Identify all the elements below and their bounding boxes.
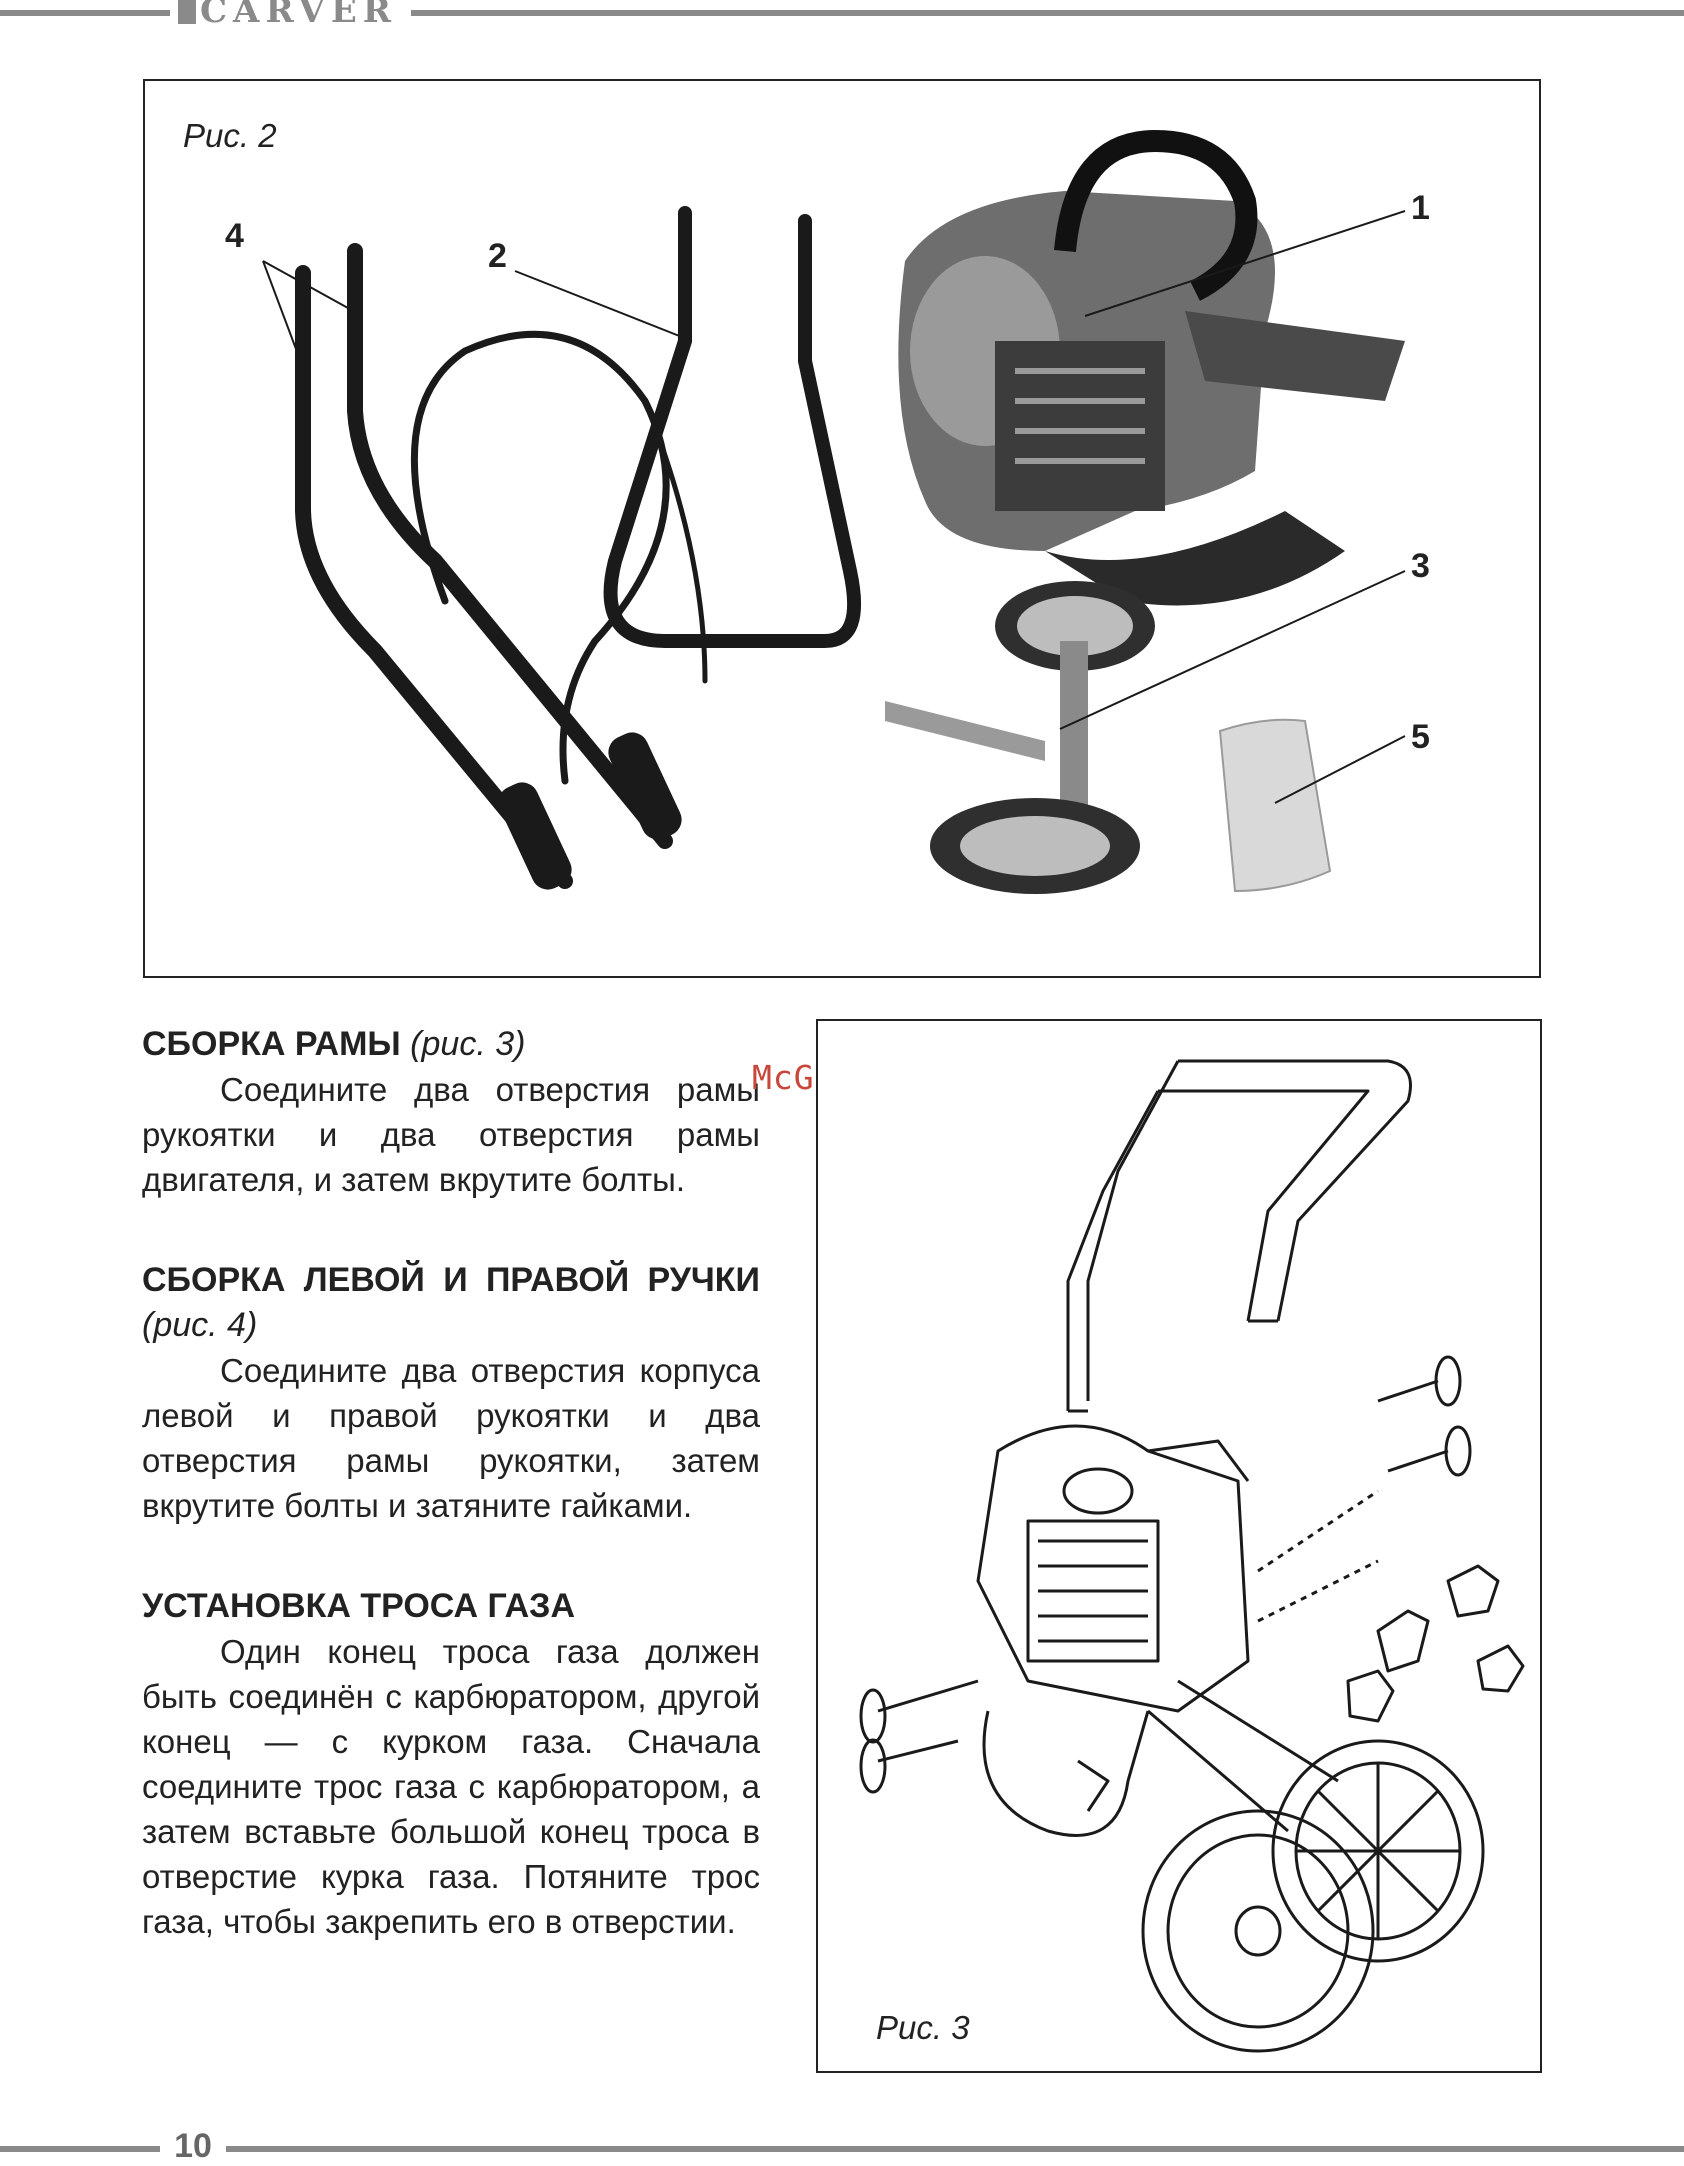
wheels-illustration (885, 581, 1155, 894)
brand-logo: CARVER (170, 0, 412, 31)
figure-3-caption: Рис. 3 (876, 2009, 970, 2046)
figure-2-caption: Рис. 2 (183, 117, 277, 154)
page-number: 10 (160, 2127, 226, 2166)
callout-5: 5 (1411, 718, 1430, 756)
parts-bag-illustration (1218, 718, 1332, 893)
brand-name: CARVER (200, 0, 398, 31)
callout-1: 1 (1411, 189, 1430, 227)
section-heading-throttle-cable: УСТАНОВКА ТРОСА ГАЗА (142, 1587, 576, 1625)
callout-2: 2 (488, 237, 507, 275)
section-text-handles: Соедините два отверстия корпуса левой и … (142, 1352, 760, 1524)
section-heading-frame: СБОРКА РАМЫ (рис. 3) (142, 1025, 526, 1063)
section-text-throttle-cable: Один конец троса газа должен быть соедин… (142, 1633, 760, 1940)
header-rule (0, 10, 1684, 16)
footer-rule (0, 2146, 1684, 2152)
callout-3: 3 (1411, 547, 1430, 585)
figure-3-illustration (859, 1059, 1525, 2053)
section-heading-handles: СБОРКА ЛЕВОЙ И ПРАВОЙ РУЧКИ (рис. 4) (142, 1261, 760, 1344)
section-text-frame: Соедините два отверстия рамы рукоятки и … (142, 1071, 760, 1198)
brand-mark-icon (178, 0, 196, 24)
frame-illustration (603, 206, 862, 648)
callout-4: 4 (225, 217, 244, 255)
text-column: СБОРКА РАМЫ (рис. 3) Соедините два отвер… (142, 1022, 760, 1944)
figure-2-frame: Рис. 2 1 2 3 4 5 (143, 79, 1541, 978)
figure-2-illustration (262, 129, 1406, 894)
figure-3-frame: Рис. 3 (816, 1019, 1542, 2073)
engine-illustration (898, 129, 1405, 606)
handle-bars-illustration (295, 243, 708, 890)
handle-frame-line (1178, 1059, 1412, 1322)
